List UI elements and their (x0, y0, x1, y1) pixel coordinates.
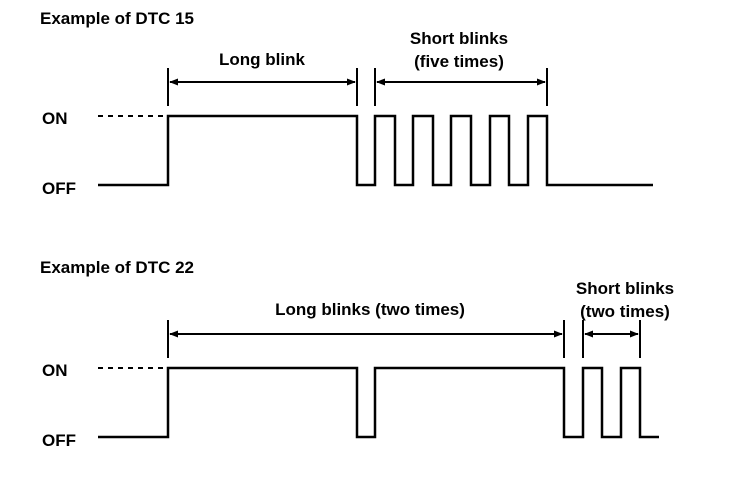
example-dtc-22: Example of DTC 22 ON OFF Long blinks (tw… (40, 258, 674, 450)
short-blinks-count-label: (five times) (414, 52, 504, 71)
example-title: Example of DTC 22 (40, 258, 194, 277)
long-blink-label: Long blink (219, 50, 305, 69)
off-label: OFF (42, 431, 76, 450)
short-blinks-label: Short blinks (576, 279, 674, 298)
example-title: Example of DTC 15 (40, 9, 194, 28)
blink-waveform (98, 114, 653, 187)
off-label: OFF (42, 179, 76, 198)
short-blinks-count-label: (two times) (580, 302, 670, 321)
example-dtc-15: Example of DTC 15 ON OFF Long blink Shor… (40, 9, 653, 198)
short-blinks-label: Short blinks (410, 29, 508, 48)
on-label: ON (42, 109, 68, 128)
blink-waveform (98, 366, 659, 439)
long-blinks-label: Long blinks (two times) (275, 300, 465, 319)
on-label: ON (42, 361, 68, 380)
